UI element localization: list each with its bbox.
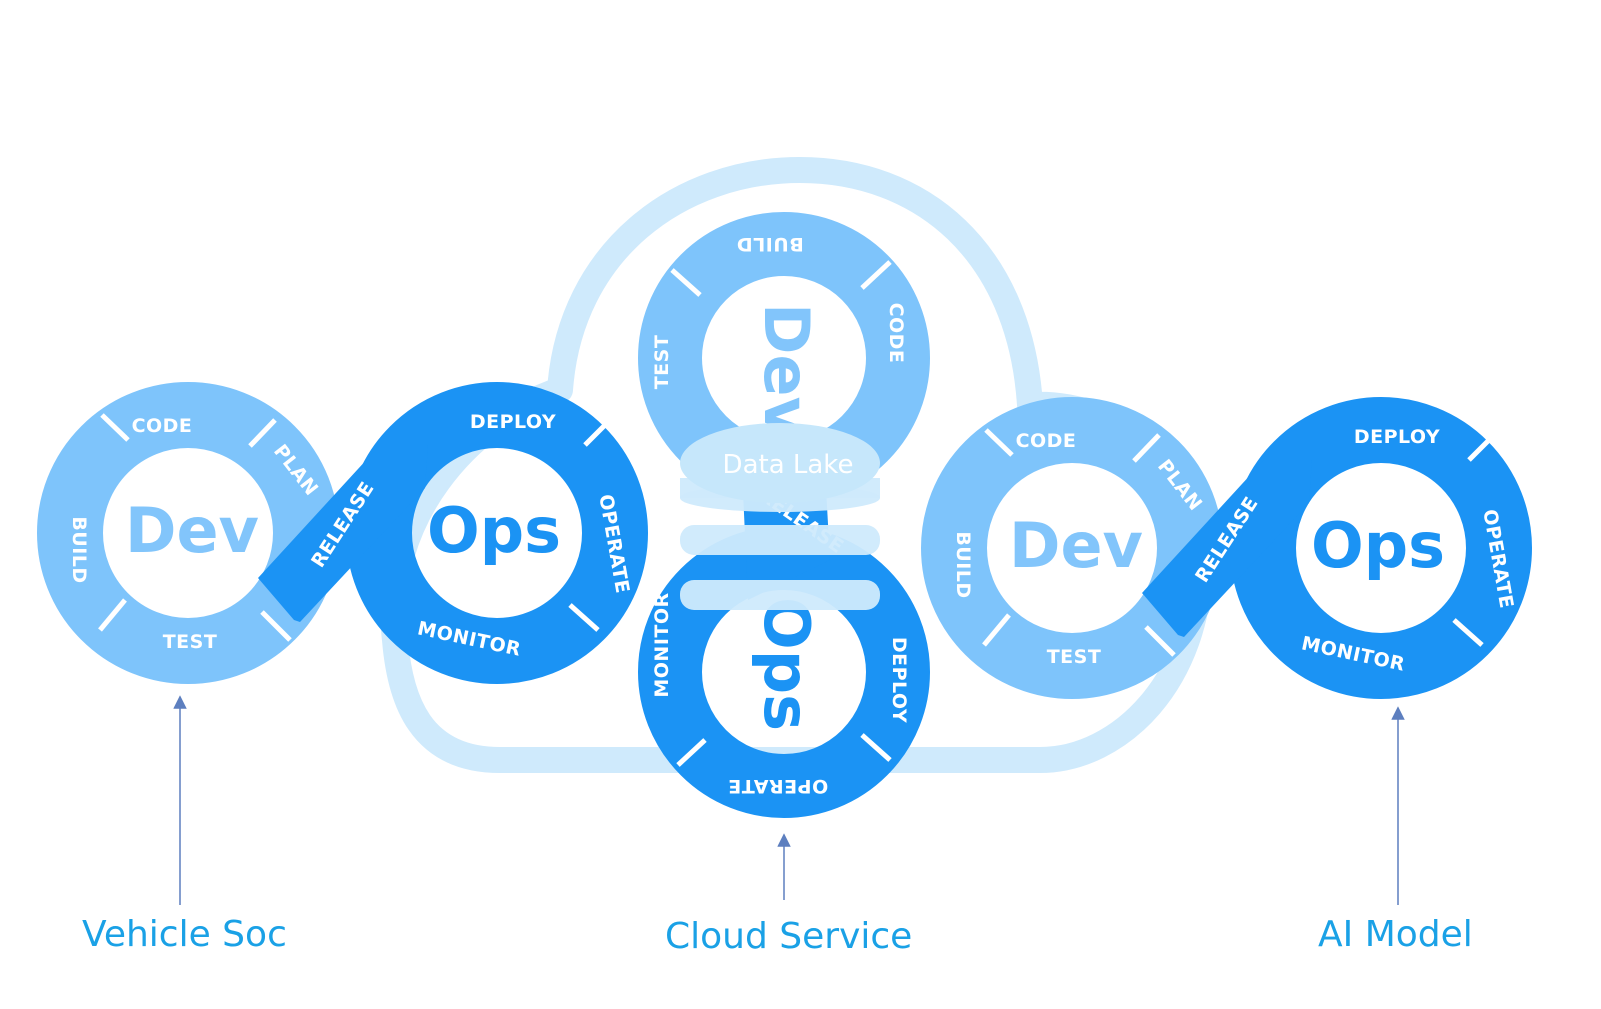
caption-cloud-service: Cloud Service: [665, 916, 913, 957]
caption-ai-model: AI Model: [1318, 914, 1473, 955]
caption-vehicle-soc: Vehicle Soc: [82, 914, 287, 955]
center-ops-label-monitor: MONITOR: [651, 592, 673, 697]
cloud-outline: [380, 157, 1213, 773]
left-ops-title: Ops: [427, 494, 561, 567]
data-lake-label: Data Lake: [723, 450, 854, 480]
right-dev-label-test: TEST: [1047, 646, 1102, 668]
right-dev-label-code: CODE: [1016, 430, 1077, 452]
right-dev-title: Dev: [1009, 509, 1143, 582]
center-ops-label-deploy: DEPLOY: [888, 637, 910, 723]
center-dev-label-code: CODE: [885, 303, 907, 364]
center-ops-label-operate: OPERATE: [728, 775, 828, 797]
left-dev-title: Dev: [125, 494, 259, 567]
center-dev-title: Dev: [750, 303, 823, 437]
right-devops-loop: CODE PLAN TEST BUILD Dev DEPLOY OPERATE …: [921, 397, 1532, 699]
left-dev-label-build: BUILD: [68, 516, 90, 583]
right-ops-title: Ops: [1311, 509, 1445, 582]
center-dev-label-build: BUILD: [736, 233, 803, 255]
right-release-band: [1142, 460, 1312, 637]
center-devops-loop: BUILD CODE TEST Dev MONITOR DEPLOY OPERA…: [638, 212, 930, 818]
left-devops-loop: CODE PLAN TEST BUILD Dev DEPLOY OPERATE …: [37, 382, 648, 684]
left-dev-label-test: TEST: [163, 631, 218, 653]
left-dev-label-code: CODE: [132, 415, 193, 437]
right-ops-label-deploy: DEPLOY: [1354, 426, 1440, 448]
right-dev-label-build: BUILD: [952, 531, 974, 598]
left-release-band: [258, 445, 428, 622]
center-dev-label-test: TEST: [651, 335, 673, 390]
center-ops-title: Ops: [750, 597, 823, 731]
data-lake-cylinder: [680, 423, 880, 610]
left-ops-label-deploy: DEPLOY: [470, 411, 556, 433]
